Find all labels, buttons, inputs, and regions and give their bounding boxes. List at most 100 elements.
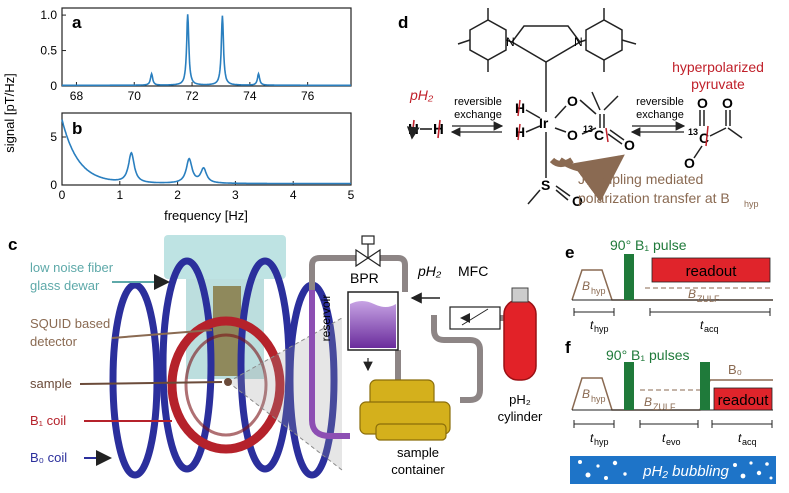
x-tick-label: 4 (290, 188, 297, 202)
panel-f: f 90° B₁ pulses B₀ readout B hyp B ZULF … (565, 338, 776, 484)
c13-sup-free: 13 (688, 127, 698, 137)
f-tacq: t (738, 431, 742, 445)
atom-c-free: C (699, 130, 709, 146)
atom-o-bound-1: O (567, 93, 578, 109)
e-bhyp-sub: hyp (591, 286, 606, 296)
container-label-2: container (391, 462, 445, 477)
atom-n-left: N (506, 35, 515, 49)
f-thyp-sub: hyp (594, 437, 609, 447)
plot-a-frame (61, 7, 352, 87)
y-tick-label: 0 (50, 79, 57, 93)
f-pulse-bar-1 (624, 362, 634, 410)
atom-s: S (541, 177, 550, 193)
exchange-left-2: exchange (454, 109, 502, 121)
container-label-1: sample (397, 445, 439, 460)
y-tick-label: 0.5 (40, 44, 57, 58)
f-pulse-bar-2 (700, 362, 710, 410)
x-tick-label: 68 (70, 89, 84, 103)
x-tick-label: 1 (116, 188, 123, 202)
ph2-cylinder (503, 299, 537, 381)
panel-label-f: f (565, 338, 571, 357)
x-tick-label: 2 (174, 188, 181, 202)
b1-coil (167, 316, 285, 454)
f-readout-label: readout (718, 392, 770, 409)
e-bzulf: B (688, 287, 696, 301)
e-bhyp: B (582, 279, 590, 293)
atom-o-free-1: O (697, 95, 708, 111)
hyper-label-1: hyperpolarized (672, 59, 764, 75)
e-tacq: t (700, 318, 704, 332)
b1-label: B₁ coil (30, 413, 66, 428)
gas-system: BPR reservoir pH₂ MFC pH₂ cylinder (309, 235, 543, 477)
hyper-label-2: pyruvate (691, 76, 745, 92)
f-tacq-sub: acq (742, 437, 757, 447)
panel-d: d N N pH₂ H H reversible exchange (398, 8, 764, 209)
bubbling-bar (570, 456, 776, 484)
mfc-label: MFC (458, 263, 488, 279)
nhc-ligand (457, 8, 637, 112)
reservoir-label: reservoir (319, 295, 333, 342)
x-axis-label: frequency [Hz] (164, 208, 248, 223)
e-pulse-label: 90° B₁ pulse (610, 237, 687, 253)
x-tick-label: 74 (243, 89, 257, 103)
sample-label: sample (30, 376, 72, 391)
atom-n-right: N (574, 35, 583, 49)
h-ir-1: H (515, 100, 525, 116)
atom-ir: Ir (539, 115, 549, 131)
f-bzulf-sub: ZULF (653, 402, 676, 412)
x-tick-label: 0 (59, 188, 66, 202)
y-axis-label: signal [pT/Hz] (2, 73, 17, 152)
y-tick-label: 1.0 (40, 8, 57, 22)
squid-detector (213, 286, 241, 376)
bpr-label: BPR (350, 270, 379, 286)
x-tick-label: 70 (128, 89, 142, 103)
panel-label-d: d (398, 13, 408, 32)
bubbling-label: pH₂ bubbling (642, 463, 729, 480)
h-ir-2: H (515, 124, 525, 140)
panel-label-c: c (8, 235, 17, 254)
panel-c: c low noise fiber glass dewar SQUID base… (8, 235, 543, 479)
cylinder-label-2: cylinder (498, 409, 543, 424)
sample-dot (224, 378, 232, 386)
panel-label-a: a (72, 13, 82, 32)
atom-o-free-3: O (684, 155, 695, 171)
jcoupling-text-1: J-coupling mediated (578, 171, 703, 187)
e-tacq-sub: acq (704, 324, 719, 334)
e-thyp-sub: hyp (594, 324, 609, 334)
ph2-gas-label: pH₂ (417, 263, 442, 279)
exchange-left-1: reversible (454, 96, 502, 108)
bubbles (578, 460, 773, 480)
dewar-label-2: glass dewar (30, 278, 100, 293)
atom-o-bound-2: O (567, 127, 578, 143)
squid-label-1: SQUID based (30, 316, 110, 331)
e-readout-box (651, 257, 771, 283)
jcoupling-sub: hyp (744, 199, 759, 209)
e-bzulf-sub: ZULF (697, 294, 720, 304)
dewar-label-1: low noise fiber (30, 260, 114, 275)
atom-o-free-2: O (722, 95, 733, 111)
cylinder-label-1: pH₂ (509, 392, 531, 407)
exchange-right-1: reversible (636, 96, 684, 108)
y-tick-label: 0 (50, 178, 57, 192)
atom-c-bound: C (594, 127, 604, 143)
e-readout-label: readout (686, 263, 738, 280)
dewar-top (164, 235, 286, 279)
c13-sup-bound: 13 (583, 124, 593, 134)
f-b0-label: B₀ (728, 362, 742, 377)
f-thyp: t (590, 431, 594, 445)
panel-label-e: e (565, 243, 574, 262)
sample-container (359, 379, 451, 441)
x-tick-label: 3 (232, 188, 239, 202)
atom-o-bound-3: O (624, 137, 635, 153)
f-tevo: t (662, 431, 666, 445)
plot-b-frame (61, 112, 352, 186)
y-tick-label: 5 (50, 130, 57, 144)
f-bhyp: B (582, 387, 590, 401)
panel-e: e 90° B₁ pulse readout B hyp B ZULF t hy… (565, 237, 773, 334)
x-tick-label: 72 (185, 89, 199, 103)
plot-a-trace (62, 14, 351, 87)
exchange-right-2: exchange (636, 109, 684, 121)
